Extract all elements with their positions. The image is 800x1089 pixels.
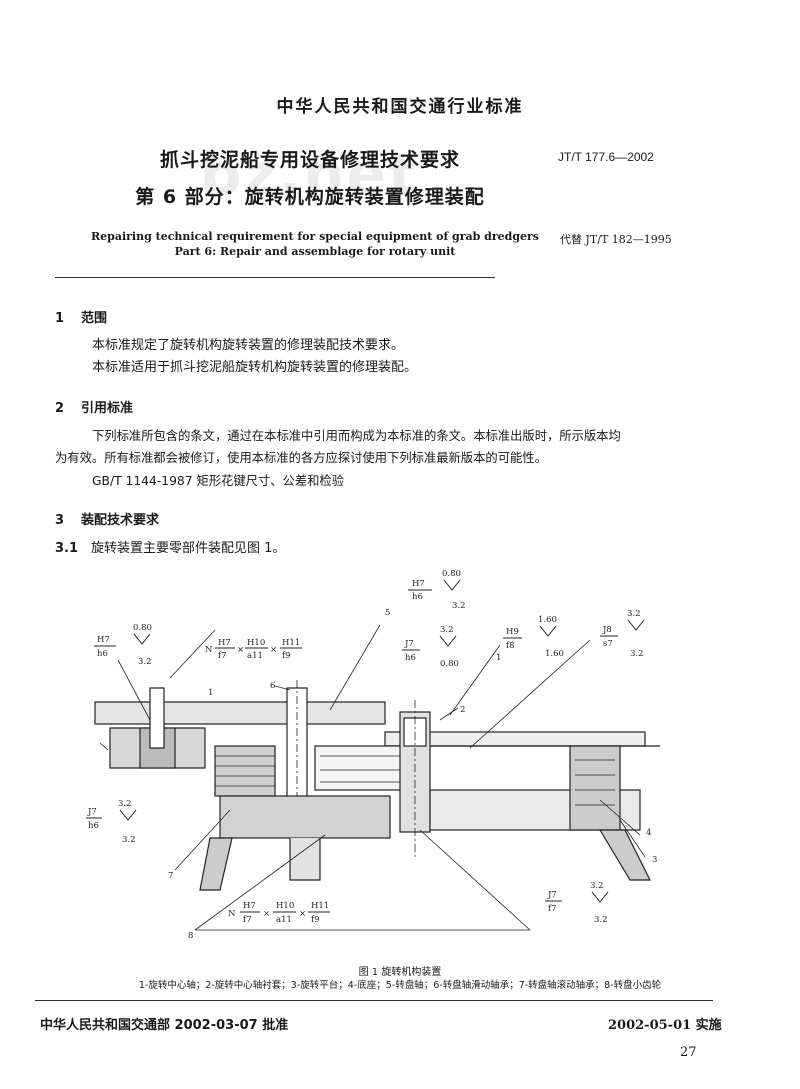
implementation-date: 2002-05-01 实施 [608, 1018, 722, 1033]
callout-5: 5 [385, 608, 390, 618]
section-title: 引用标准 [81, 401, 134, 416]
callout-1-right: 1 [496, 653, 501, 663]
english-title-line-2: Part 6: Repair and assemblage for rotary… [174, 245, 456, 258]
spline-2-num: H10 [247, 638, 265, 648]
section-title: 范围 [81, 311, 108, 326]
rough-32-b: 3.2 [630, 649, 644, 659]
standard-number: JT/T 177.6—2002 [558, 150, 654, 164]
rough-160-a: 1.60 [538, 615, 557, 625]
rough-mid-a: 3.2 [440, 625, 454, 635]
bot-spline-2-den: a11 [276, 915, 292, 925]
rough-bottom-a: 3.2 [590, 881, 604, 891]
callout-7: 7 [168, 871, 173, 881]
bot-spline-N: N [228, 909, 236, 919]
rough-lower-b: 3.2 [122, 835, 136, 845]
fit-bottom-num: J7 [547, 890, 557, 900]
rough-32-a: 3.2 [627, 609, 641, 619]
svg-text:×: × [237, 645, 244, 655]
title-line-2: 第 6 部分：旋转机构旋转装置修理装配 [135, 186, 485, 208]
spline-3-num: H11 [282, 638, 300, 648]
rough-top-b: 3.2 [452, 601, 466, 611]
fit-lower-num: J7 [87, 807, 97, 817]
spline-1-num: H7 [218, 638, 231, 648]
english-title-line-1: Repairing technical requirement for spec… [91, 230, 539, 243]
bot-spline-3-num: H11 [311, 901, 329, 911]
callout-4: 4 [646, 828, 651, 838]
section-number: 1 [55, 311, 65, 326]
rough-left-a: 0.80 [133, 623, 152, 633]
page-number: 27 [680, 1045, 697, 1060]
figure-caption-parts: 1-旋转中心轴；2-旋转中心轴衬套；3-旋转平台；4-底座；5-转盘轴；6-转盘… [138, 980, 662, 991]
reference-standard: GB/T 1144-1987 矩形花键尺寸、公差和检验 [92, 474, 345, 488]
svg-text:×: × [299, 909, 306, 919]
upper-plate [94, 701, 386, 725]
section-number: 2 [55, 401, 65, 416]
section-2-paragraph-1: 下列标准所包含的条文，通过在本标准中引用而构成为本标准的条文。本标准出版时，所示… [92, 429, 621, 443]
left-pin [149, 687, 165, 749]
section-title: 装配技术要求 [81, 513, 160, 528]
svg-text:×: × [263, 909, 270, 919]
figure-caption-title: 图 1 旋转机构装置 [358, 967, 442, 978]
callout-6: 6 [270, 681, 275, 691]
fit-j8-den: s7 [603, 639, 613, 649]
fit-left-num: H7 [97, 635, 110, 645]
bot-spline-1-num: H7 [243, 901, 256, 911]
approval-note: 中华人民共和国交通部 2002-03-07 批准 [40, 1018, 289, 1033]
header-rule [55, 277, 495, 278]
replaces-note: 代替 JT/T 182—1995 [560, 233, 672, 246]
section-number: 3 [55, 513, 65, 528]
bot-spline-2-num: H10 [276, 901, 294, 911]
subsection-3-1: 3.1 旋转装置主要零部件装配见图 1。 [55, 539, 285, 559]
callout-8: 8 [188, 931, 193, 941]
rough-bottom-b: 3.2 [594, 915, 608, 925]
spline-3-den: f9 [282, 651, 291, 661]
subsection-text: 旋转装置主要零部件装配见图 1。 [91, 541, 286, 556]
section-1-heading: 1 范围 [55, 307, 107, 326]
callout-3: 3 [652, 855, 657, 865]
title-line-1: 抓斗挖泥船专用设备修理技术要求 [159, 149, 460, 171]
rotary-unit-assembly-drawing: H7 h6 0.80 3.2 H7 h6 0.80 3.2 N H7 f7 × … [86, 569, 660, 941]
fit-left-den: h6 [97, 649, 108, 659]
fit-top-num: H7 [412, 579, 425, 589]
bot-spline-1-den: f7 [243, 915, 252, 925]
fit-mid-den: h6 [405, 653, 416, 663]
callout-2: 2 [460, 705, 465, 715]
spline-2-den: a11 [247, 651, 263, 661]
spline-N: N [205, 645, 213, 655]
bot-spline-3-den: f9 [311, 915, 320, 925]
rough-left-b: 3.2 [138, 657, 152, 667]
fit-mid-num: J7 [404, 639, 414, 649]
fit-j8-num: J8 [602, 625, 612, 635]
rough-top-a: 0.80 [442, 569, 461, 579]
rough-160-b: 1.60 [545, 649, 564, 659]
rough-mid-b: 0.80 [440, 659, 459, 669]
fit-h9-num: H9 [506, 627, 519, 637]
section-1-paragraph-1: 本标准规定了旋转机构旋转装置的修理装配技术要求。 [92, 338, 405, 353]
fit-top-den: h6 [412, 592, 423, 602]
spline-1-den: f7 [218, 651, 227, 661]
subsection-number: 3.1 [55, 541, 79, 556]
watermark: bz.net [200, 140, 418, 208]
fit-h9-den: f8 [506, 641, 515, 651]
issuing-organization: 中华人民共和国交通行业标准 [276, 97, 524, 117]
section-2-heading: 2 引用标准 [55, 397, 133, 416]
section-1-paragraph-2: 本标准适用于抓斗挖泥船旋转机构旋转装置的修理装配。 [92, 360, 418, 375]
fit-bottom-den: f7 [548, 904, 557, 914]
section-2-paragraph-2: 为有效。所有标准都会被修订，使用本标准的各方应探讨使用下列标准最新版本的可能性。 [55, 451, 547, 465]
pinion-gear [214, 745, 276, 797]
svg-text:×: × [270, 645, 277, 655]
section-3-heading: 3 装配技术要求 [55, 509, 159, 528]
lower-body [219, 795, 391, 839]
rough-lower-a: 3.2 [118, 799, 132, 809]
fit-lower-den: h6 [88, 821, 99, 831]
footer-rule [35, 1000, 713, 1001]
callout-1: 1 [208, 688, 213, 698]
